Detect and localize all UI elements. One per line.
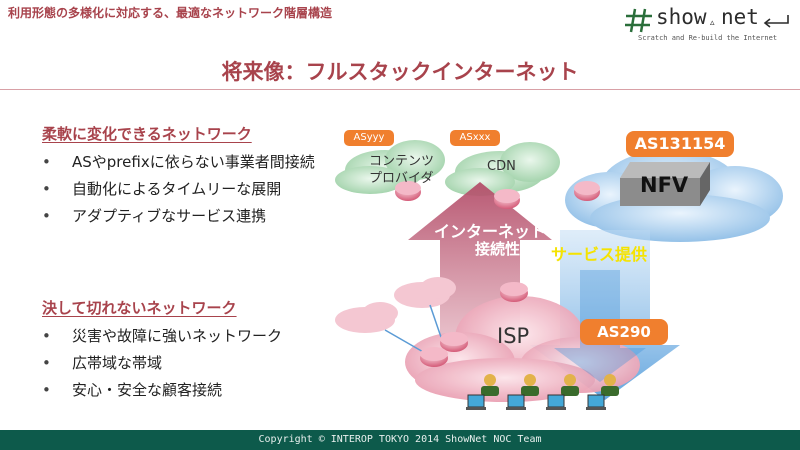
as290-badge: AS290 [580, 319, 668, 345]
bullet-text: アダプティブなサービス連携 [72, 207, 267, 225]
isp-label: ISP [497, 324, 530, 348]
cloud-icon [335, 302, 398, 333]
hash-logo-icon [625, 8, 652, 33]
router-icon [574, 181, 600, 201]
cloud-icon [394, 277, 456, 308]
return-arrow-icon [763, 15, 789, 28]
user-terminal-icon [586, 374, 619, 410]
bullet-icon: • [42, 327, 51, 345]
router-icon [420, 347, 448, 367]
bullet-text: 自動化によるタイムリーな展開 [72, 180, 282, 198]
user-terminal-icon [546, 374, 579, 410]
bullet-text: 安心・安全な顧客接続 [72, 381, 223, 399]
service-label: サービス提供 [551, 245, 648, 264]
shownet-logo: show ▵ net Scratch and Re-build the Inte… [622, 4, 794, 48]
bullet-text: 広帯域な帯域 [72, 354, 163, 372]
contents-label-2: プロバイダ [369, 171, 434, 186]
logo-text: show [656, 5, 707, 29]
as131154-badge: AS131154 [626, 131, 734, 157]
contents-label-1: コンテンツ [369, 154, 435, 169]
as-xxx-tag: ASxxx [450, 130, 500, 146]
page-title: 将来像：フルスタックインターネット [221, 60, 579, 84]
bullet-icon: • [42, 153, 51, 171]
list-item: • 広帯域な帯域 [42, 352, 162, 373]
logo-tagline: Scratch and Re-build the Internet [638, 34, 778, 42]
bullet-icon: • [42, 180, 51, 198]
logo-triangle-icon: ▵ [710, 18, 715, 28]
bullet-text: 災害や故障に強いネットワーク [72, 327, 283, 345]
list-item: • ASやprefixに依らない事業者間接続 [42, 151, 315, 172]
list-item: • 自動化によるタイムリーな展開 [42, 178, 281, 199]
network-diagram [335, 140, 783, 410]
slide-subtitle: 利用形態の多様化に対応する、最適なネットワーク階層構造 [8, 6, 333, 20]
cloud-icon [335, 140, 445, 194]
bullet-icon: • [42, 381, 51, 399]
list-item: • 災害や故障に強いネットワーク [42, 325, 282, 346]
section-heading-resilient: 決して切れないネットワーク [42, 299, 237, 317]
bullet-icon: • [42, 207, 51, 225]
router-icon [500, 282, 528, 302]
router-icon [494, 189, 520, 209]
internet-label-1: インターネット [434, 222, 547, 241]
list-item: • 安心・安全な顧客接続 [42, 379, 222, 400]
internet-label-2: 接続性 [475, 240, 521, 258]
logo-text-net: net [721, 5, 759, 29]
as-yyy-tag: ASyyy [344, 130, 394, 146]
router-icon [395, 181, 421, 201]
title-divider [0, 89, 800, 90]
cdn-label: CDN [487, 159, 516, 174]
nfv-label: NFV [640, 173, 689, 197]
bullet-icon: • [42, 354, 51, 372]
router-icon [440, 332, 468, 352]
user-terminal-icon [506, 374, 539, 410]
section-heading-flexible: 柔軟に変化できるネットワーク [42, 125, 252, 143]
nfv-server-icon [620, 162, 710, 206]
footer-copyright: Copyright © INTEROP TOKYO 2014 ShowNet N… [0, 430, 800, 450]
bullet-text: ASやprefixに依らない事業者間接続 [72, 153, 315, 171]
user-terminal-icon [466, 374, 499, 410]
list-item: • アダプティブなサービス連携 [42, 205, 266, 226]
cloud-icon [445, 142, 560, 196]
